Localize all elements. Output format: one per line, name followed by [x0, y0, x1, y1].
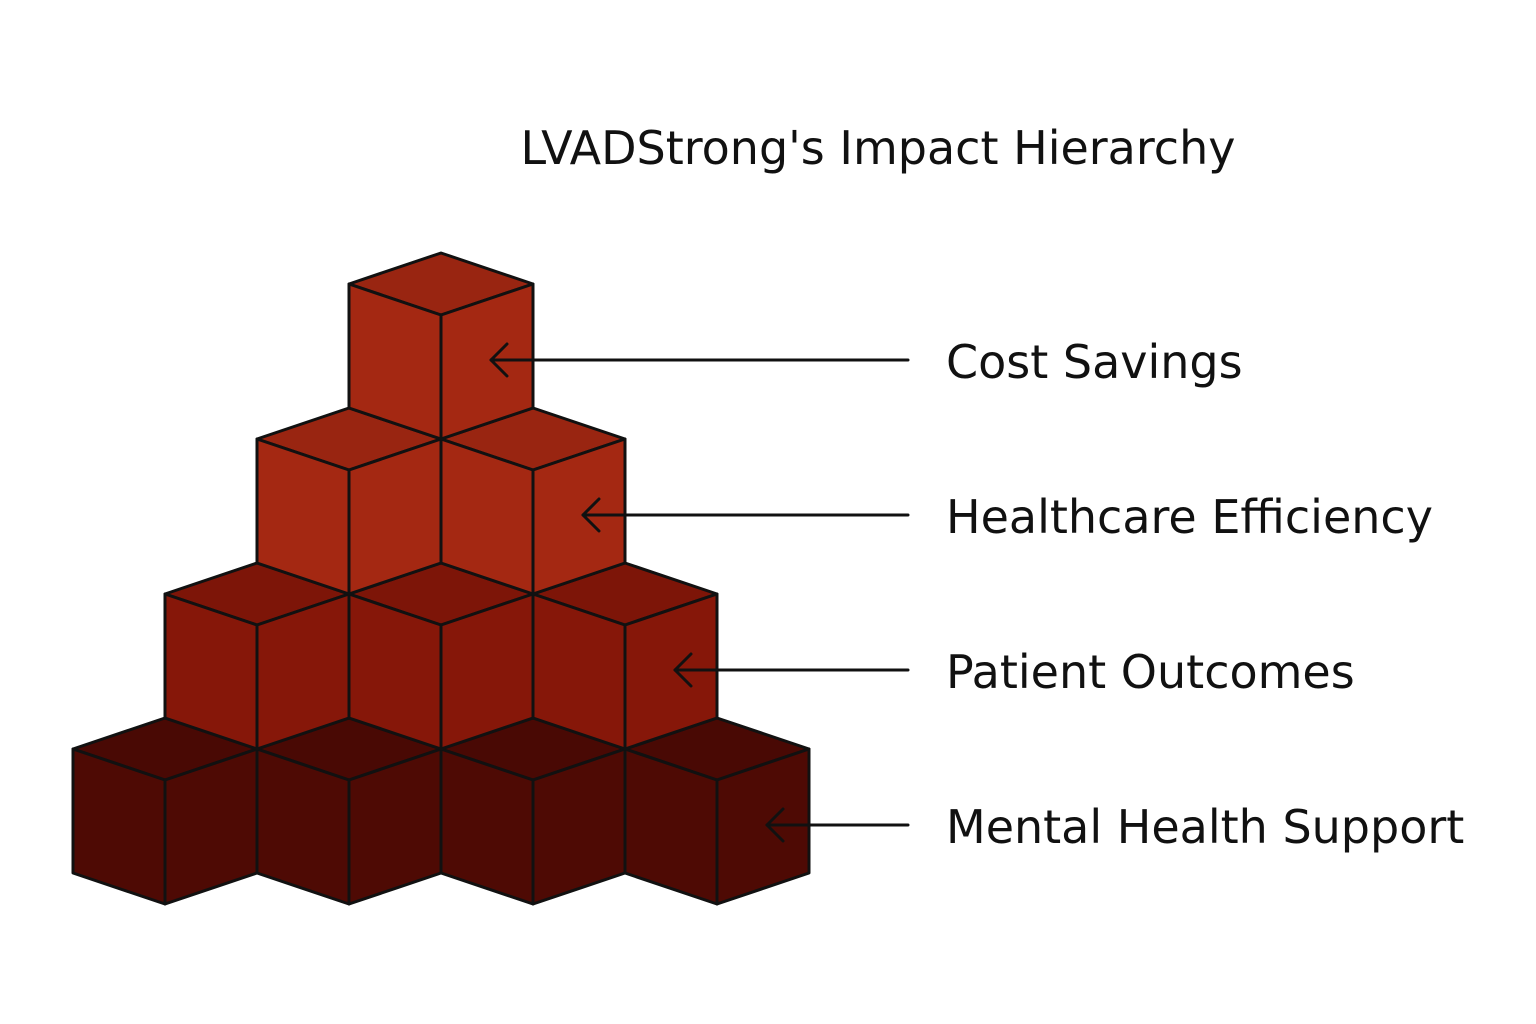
arrow-head [581, 497, 601, 533]
arrow-level-4 [765, 807, 910, 843]
diagram-title: LVADStrong's Impact Hierarchy [521, 121, 1236, 175]
cube-level-2-1 [255, 406, 443, 596]
arrow-level-1 [489, 342, 910, 378]
cube-level-3-2 [347, 561, 535, 751]
cube-right-face [439, 282, 535, 441]
cube-level-3-1 [163, 561, 351, 751]
cube-level-4-1 [71, 716, 259, 906]
arrow-level-3 [673, 652, 910, 688]
cube-level-4-2 [255, 716, 443, 906]
cube-level-1-1 [347, 251, 535, 441]
level-label-patient-outcomes: Patient Outcomes [946, 645, 1355, 699]
cube-right-face [715, 747, 811, 906]
arrow-group [489, 342, 910, 843]
level-label-cost-savings: Cost Savings [946, 335, 1243, 389]
label-group: Cost Savings Healthcare Efficiency Patie… [946, 335, 1464, 854]
level-label-mental-health-support: Mental Health Support [946, 800, 1464, 854]
level-label-healthcare-efficiency: Healthcare Efficiency [946, 490, 1433, 544]
cube-right-face [531, 437, 627, 596]
arrow-head [673, 652, 693, 688]
cube-pyramid [71, 251, 811, 906]
cube-right-face [623, 592, 719, 751]
cube-level-4-3 [439, 716, 627, 906]
arrow-head [489, 342, 509, 378]
arrow-head [765, 807, 785, 843]
arrow-level-2 [581, 497, 910, 533]
